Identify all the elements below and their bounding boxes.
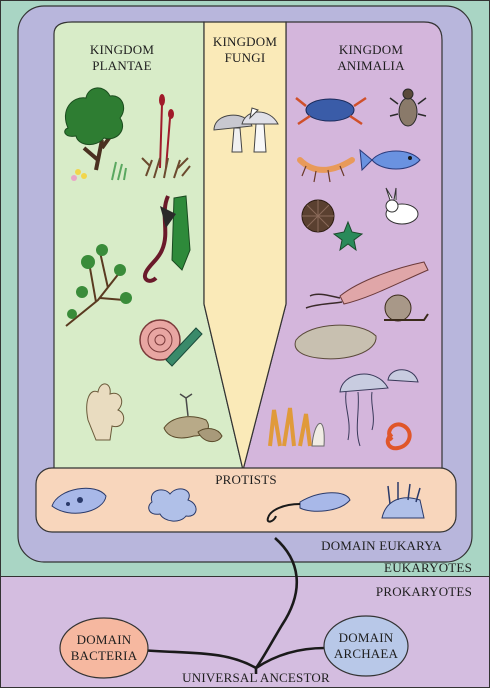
kingdom-fungi-line1: KINGDOM <box>205 34 285 50</box>
kingdom-animalia-line1: KINGDOM <box>316 42 426 58</box>
kingdom-fungi-label: KINGDOM FUNGI <box>205 34 285 66</box>
domain-archaea-line2: ARCHAEA <box>324 646 408 662</box>
kingdom-animalia-label: KINGDOM ANIMALIA <box>316 42 426 74</box>
domain-archaea-label: DOMAIN ARCHAEA <box>324 630 408 662</box>
domain-bacteria-line2: BACTERIA <box>60 648 148 664</box>
domain-eukarya-label: DOMAIN EUKARYA <box>258 538 442 554</box>
eukaryotes-label: EUKARYOTES <box>298 560 472 576</box>
domain-bacteria-label: DOMAIN BACTERIA <box>60 632 148 664</box>
universal-ancestor-label: UNIVERSAL ANCESTOR <box>150 670 362 686</box>
domain-bacteria-line1: DOMAIN <box>60 632 148 648</box>
protists-label: PROTISTS <box>196 472 296 488</box>
kingdom-animalia-line2: ANIMALIA <box>316 58 426 74</box>
domain-archaea-line1: DOMAIN <box>324 630 408 646</box>
sea-urchin-icon <box>302 200 334 232</box>
kingdom-plantae-line1: KINGDOM <box>72 42 172 58</box>
prokaryotes-label: PROKARYOTES <box>298 584 472 600</box>
kingdom-fungi-line2: FUNGI <box>205 50 285 66</box>
kingdom-plantae-line2: PLANTAE <box>72 58 172 74</box>
kingdom-plantae-label: KINGDOM PLANTAE <box>72 42 172 74</box>
